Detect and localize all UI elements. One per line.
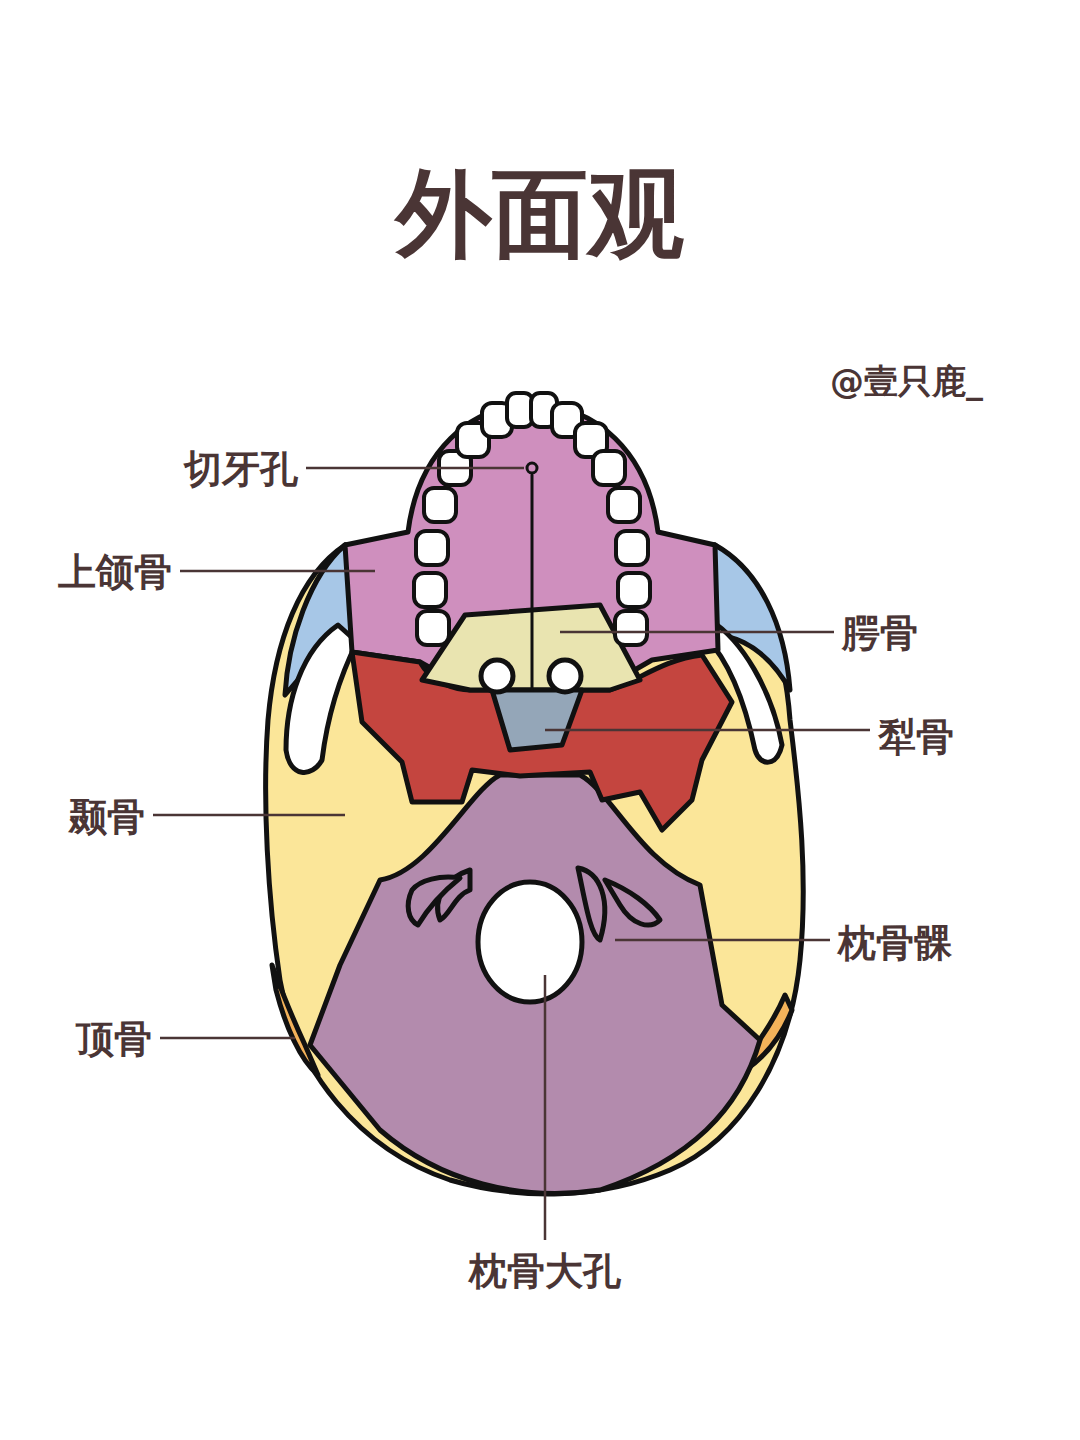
arch-opening xyxy=(286,625,357,772)
part-label: 切牙孔 xyxy=(184,449,298,491)
teeth xyxy=(414,393,650,645)
part-label: 颞骨 xyxy=(69,797,145,839)
tooth xyxy=(608,488,640,522)
tooth xyxy=(615,611,647,645)
occipital-condyle xyxy=(578,868,605,940)
incisive-foramen xyxy=(527,463,537,473)
part-label: 犁骨 xyxy=(878,717,954,759)
occipital-condyle xyxy=(605,880,660,925)
leader-line xyxy=(544,975,547,1240)
foramen-magnum xyxy=(478,882,582,1002)
choana xyxy=(481,660,513,692)
watermark: @壹只鹿_ xyxy=(830,363,983,400)
temporal-bone xyxy=(266,545,804,1194)
tooth xyxy=(618,573,650,607)
median-suture xyxy=(531,475,534,690)
maxilla xyxy=(345,405,718,690)
leader-line xyxy=(545,729,870,732)
tooth xyxy=(417,611,449,645)
vomer xyxy=(492,690,582,750)
part-label: 上颌骨 xyxy=(58,552,172,594)
leader-line xyxy=(615,939,830,942)
choana xyxy=(549,660,581,692)
occipital-bone xyxy=(310,775,760,1193)
part-label: 顶骨 xyxy=(76,1019,152,1061)
occipital-condyle xyxy=(408,877,460,925)
parietal-bone xyxy=(272,965,318,1075)
tooth xyxy=(616,531,648,565)
tooth xyxy=(424,488,456,522)
tooth xyxy=(593,451,625,485)
tooth xyxy=(416,531,448,565)
leader-line xyxy=(153,814,345,817)
title: 外面观 xyxy=(396,162,684,268)
part-label: 枕骨大孔 xyxy=(469,1251,621,1293)
leader-lines xyxy=(153,468,870,1240)
tooth xyxy=(414,573,446,607)
leader-line xyxy=(306,467,524,470)
leader-line xyxy=(180,570,375,573)
leader-line xyxy=(560,631,834,634)
part-label: 枕骨髁 xyxy=(838,923,952,965)
part-label: 腭骨 xyxy=(842,613,918,655)
leader-line xyxy=(160,1037,295,1040)
